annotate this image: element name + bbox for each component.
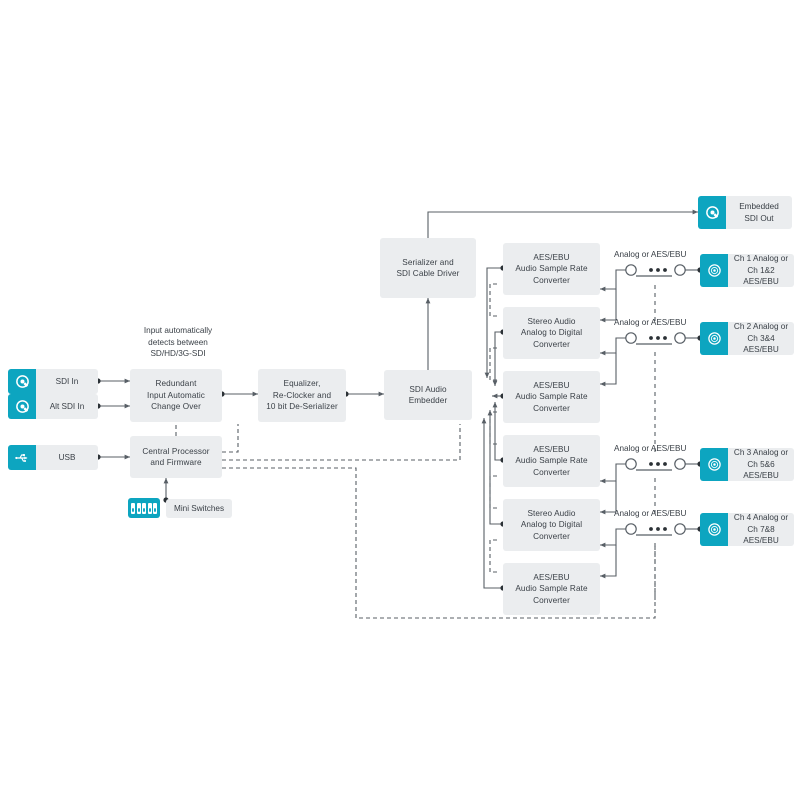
converter-4-line3: Converter bbox=[533, 467, 570, 477]
block-serializer-line2: SDI Cable Driver bbox=[396, 269, 460, 278]
block-central-processor[interactable]: Central Processor and Firmware bbox=[130, 436, 222, 478]
port-ch4-label: Ch 4 Analog or Ch 7&8 AES/EBU bbox=[728, 513, 794, 546]
audio-jack-icon bbox=[700, 448, 728, 481]
dip-switch-toggle bbox=[131, 502, 135, 514]
converter-1-line3: Converter bbox=[533, 275, 570, 285]
dip-switch-toggle bbox=[142, 502, 146, 514]
port-ch1[interactable]: Ch 1 Analog or Ch 1&2 AES/EBU bbox=[700, 254, 794, 287]
input-detect-line3: SD/HD/3G-SDI bbox=[150, 349, 206, 358]
port-alt-sdi-in[interactable]: Alt SDI In bbox=[8, 394, 98, 419]
ch1-line1: Ch 1 Analog or bbox=[733, 254, 789, 264]
block-converter-6[interactable]: AES/EBU Audio Sample Rate Converter bbox=[503, 563, 600, 615]
switch-label-1: Analog or AES/EBU bbox=[614, 250, 687, 259]
dip-switch-toggle bbox=[147, 502, 152, 514]
ch1-line2: Ch 1&2 AES/EBU bbox=[743, 265, 779, 287]
audio-jack-icon bbox=[700, 322, 728, 355]
dip-switch-toggle bbox=[153, 502, 157, 514]
switch-label-4: Analog or AES/EBU bbox=[614, 509, 687, 518]
converter-3-line3: Converter bbox=[533, 403, 570, 413]
sdi-out-line1: Embedded bbox=[739, 202, 779, 211]
port-embedded-sdi-out-label: Embedded SDI Out bbox=[726, 196, 792, 229]
converter-6-line3: Converter bbox=[533, 595, 570, 605]
block-changeover-line3: Change Over bbox=[151, 402, 201, 412]
block-equalizer-line3: 10 bit De-Serializer bbox=[266, 402, 338, 412]
input-detect-line1: Input automatically bbox=[143, 326, 213, 335]
block-changeover-line2: Input Automatic bbox=[147, 390, 205, 400]
dip-switch-icon bbox=[128, 498, 160, 518]
block-equalizer-line1: Equalizer, bbox=[283, 379, 321, 389]
switch-label-2: Analog or AES/EBU bbox=[614, 318, 687, 327]
usb-icon bbox=[8, 445, 36, 470]
block-converter-4[interactable]: AES/EBU Audio Sample Rate Converter bbox=[503, 435, 600, 487]
port-ch4[interactable]: Ch 4 Analog or Ch 7&8 AES/EBU bbox=[700, 513, 794, 546]
block-serializer-line1: Serializer and bbox=[402, 257, 454, 267]
block-changeover-line1: Redundant bbox=[155, 379, 197, 389]
input-detect-note: Input automatically detects between SD/H… bbox=[126, 325, 230, 360]
block-serializer[interactable]: Serializer and SDI Cable Driver bbox=[380, 238, 476, 298]
mini-switches-label: Mini Switches bbox=[166, 498, 233, 518]
block-changeover[interactable]: Redundant Input Automatic Change Over bbox=[130, 369, 222, 422]
ch4-line2: Ch 7&8 AES/EBU bbox=[743, 524, 779, 546]
ch2-line2: Ch 3&4 AES/EBU bbox=[743, 333, 779, 355]
converter-3-line1: AES/EBU bbox=[533, 380, 570, 390]
converter-4-line1: AES/EBU bbox=[533, 444, 570, 454]
port-sdi-in-label: SDI In bbox=[36, 369, 98, 394]
block-cpu-line2: and Firmware bbox=[150, 458, 202, 467]
port-ch2-label: Ch 2 Analog or Ch 3&4 AES/EBU bbox=[728, 322, 794, 355]
port-ch2[interactable]: Ch 2 Analog or Ch 3&4 AES/EBU bbox=[700, 322, 794, 355]
port-usb[interactable]: USB bbox=[8, 445, 98, 470]
block-equalizer-line2: Re-Clocker and bbox=[272, 390, 332, 400]
converter-5-line2: Analog to Digital bbox=[520, 520, 583, 530]
ch4-line1: Ch 4 Analog or bbox=[733, 513, 789, 523]
converter-1-line1: AES/EBU bbox=[533, 252, 570, 262]
ch3-line1: Ch 3 Analog or bbox=[733, 448, 789, 458]
bnc-connector-icon bbox=[698, 196, 726, 229]
ch2-line1: Ch 2 Analog or bbox=[733, 322, 789, 332]
bnc-connector-icon bbox=[8, 394, 36, 419]
port-ch1-label: Ch 1 Analog or Ch 1&2 AES/EBU bbox=[728, 254, 794, 287]
block-sdi-audio-embedder[interactable]: SDI Audio Embedder bbox=[384, 370, 472, 420]
block-converter-2[interactable]: Stereo Audio Analog to Digital Converter bbox=[503, 307, 600, 359]
block-converter-1[interactable]: AES/EBU Audio Sample Rate Converter bbox=[503, 243, 600, 295]
block-embedder-line1: SDI Audio bbox=[409, 384, 447, 394]
converter-2-line3: Converter bbox=[533, 339, 570, 349]
converter-4-line2: Audio Sample Rate bbox=[515, 456, 588, 466]
mini-switches[interactable]: Mini Switches bbox=[128, 498, 233, 518]
audio-jack-icon bbox=[700, 254, 728, 287]
block-cpu-line1: Central Processor bbox=[142, 446, 210, 456]
converter-1-line2: Audio Sample Rate bbox=[515, 264, 588, 274]
converter-5-line1: Stereo Audio bbox=[527, 508, 576, 518]
converter-3-line2: Audio Sample Rate bbox=[515, 392, 588, 402]
port-alt-sdi-in-label: Alt SDI In bbox=[36, 394, 98, 419]
port-ch3[interactable]: Ch 3 Analog or Ch 5&6 AES/EBU bbox=[700, 448, 794, 481]
converter-2-line2: Analog to Digital bbox=[520, 328, 583, 338]
port-ch3-label: Ch 3 Analog or Ch 5&6 AES/EBU bbox=[728, 448, 794, 481]
ch3-line2: Ch 5&6 AES/EBU bbox=[743, 459, 779, 481]
port-embedded-sdi-out[interactable]: Embedded SDI Out bbox=[698, 196, 792, 229]
input-detect-line2: detects between bbox=[148, 337, 208, 347]
converter-6-line2: Audio Sample Rate bbox=[515, 584, 588, 594]
sdi-out-line2: SDI Out bbox=[744, 213, 774, 223]
converter-5-line3: Converter bbox=[533, 531, 570, 541]
port-usb-label: USB bbox=[36, 445, 98, 470]
block-converter-3[interactable]: AES/EBU Audio Sample Rate Converter bbox=[503, 371, 600, 423]
switch-label-3: Analog or AES/EBU bbox=[614, 444, 687, 453]
converter-2-line1: Stereo Audio bbox=[527, 316, 576, 326]
block-converter-5[interactable]: Stereo Audio Analog to Digital Converter bbox=[503, 499, 600, 551]
block-embedder-line2: Embedder bbox=[408, 396, 448, 405]
dip-switch-toggle bbox=[136, 502, 141, 514]
bnc-connector-icon bbox=[8, 369, 36, 394]
block-equalizer[interactable]: Equalizer, Re-Clocker and 10 bit De-Seri… bbox=[258, 369, 346, 422]
audio-jack-icon bbox=[700, 513, 728, 546]
port-sdi-in[interactable]: SDI In bbox=[8, 369, 98, 394]
converter-6-line1: AES/EBU bbox=[533, 572, 570, 582]
